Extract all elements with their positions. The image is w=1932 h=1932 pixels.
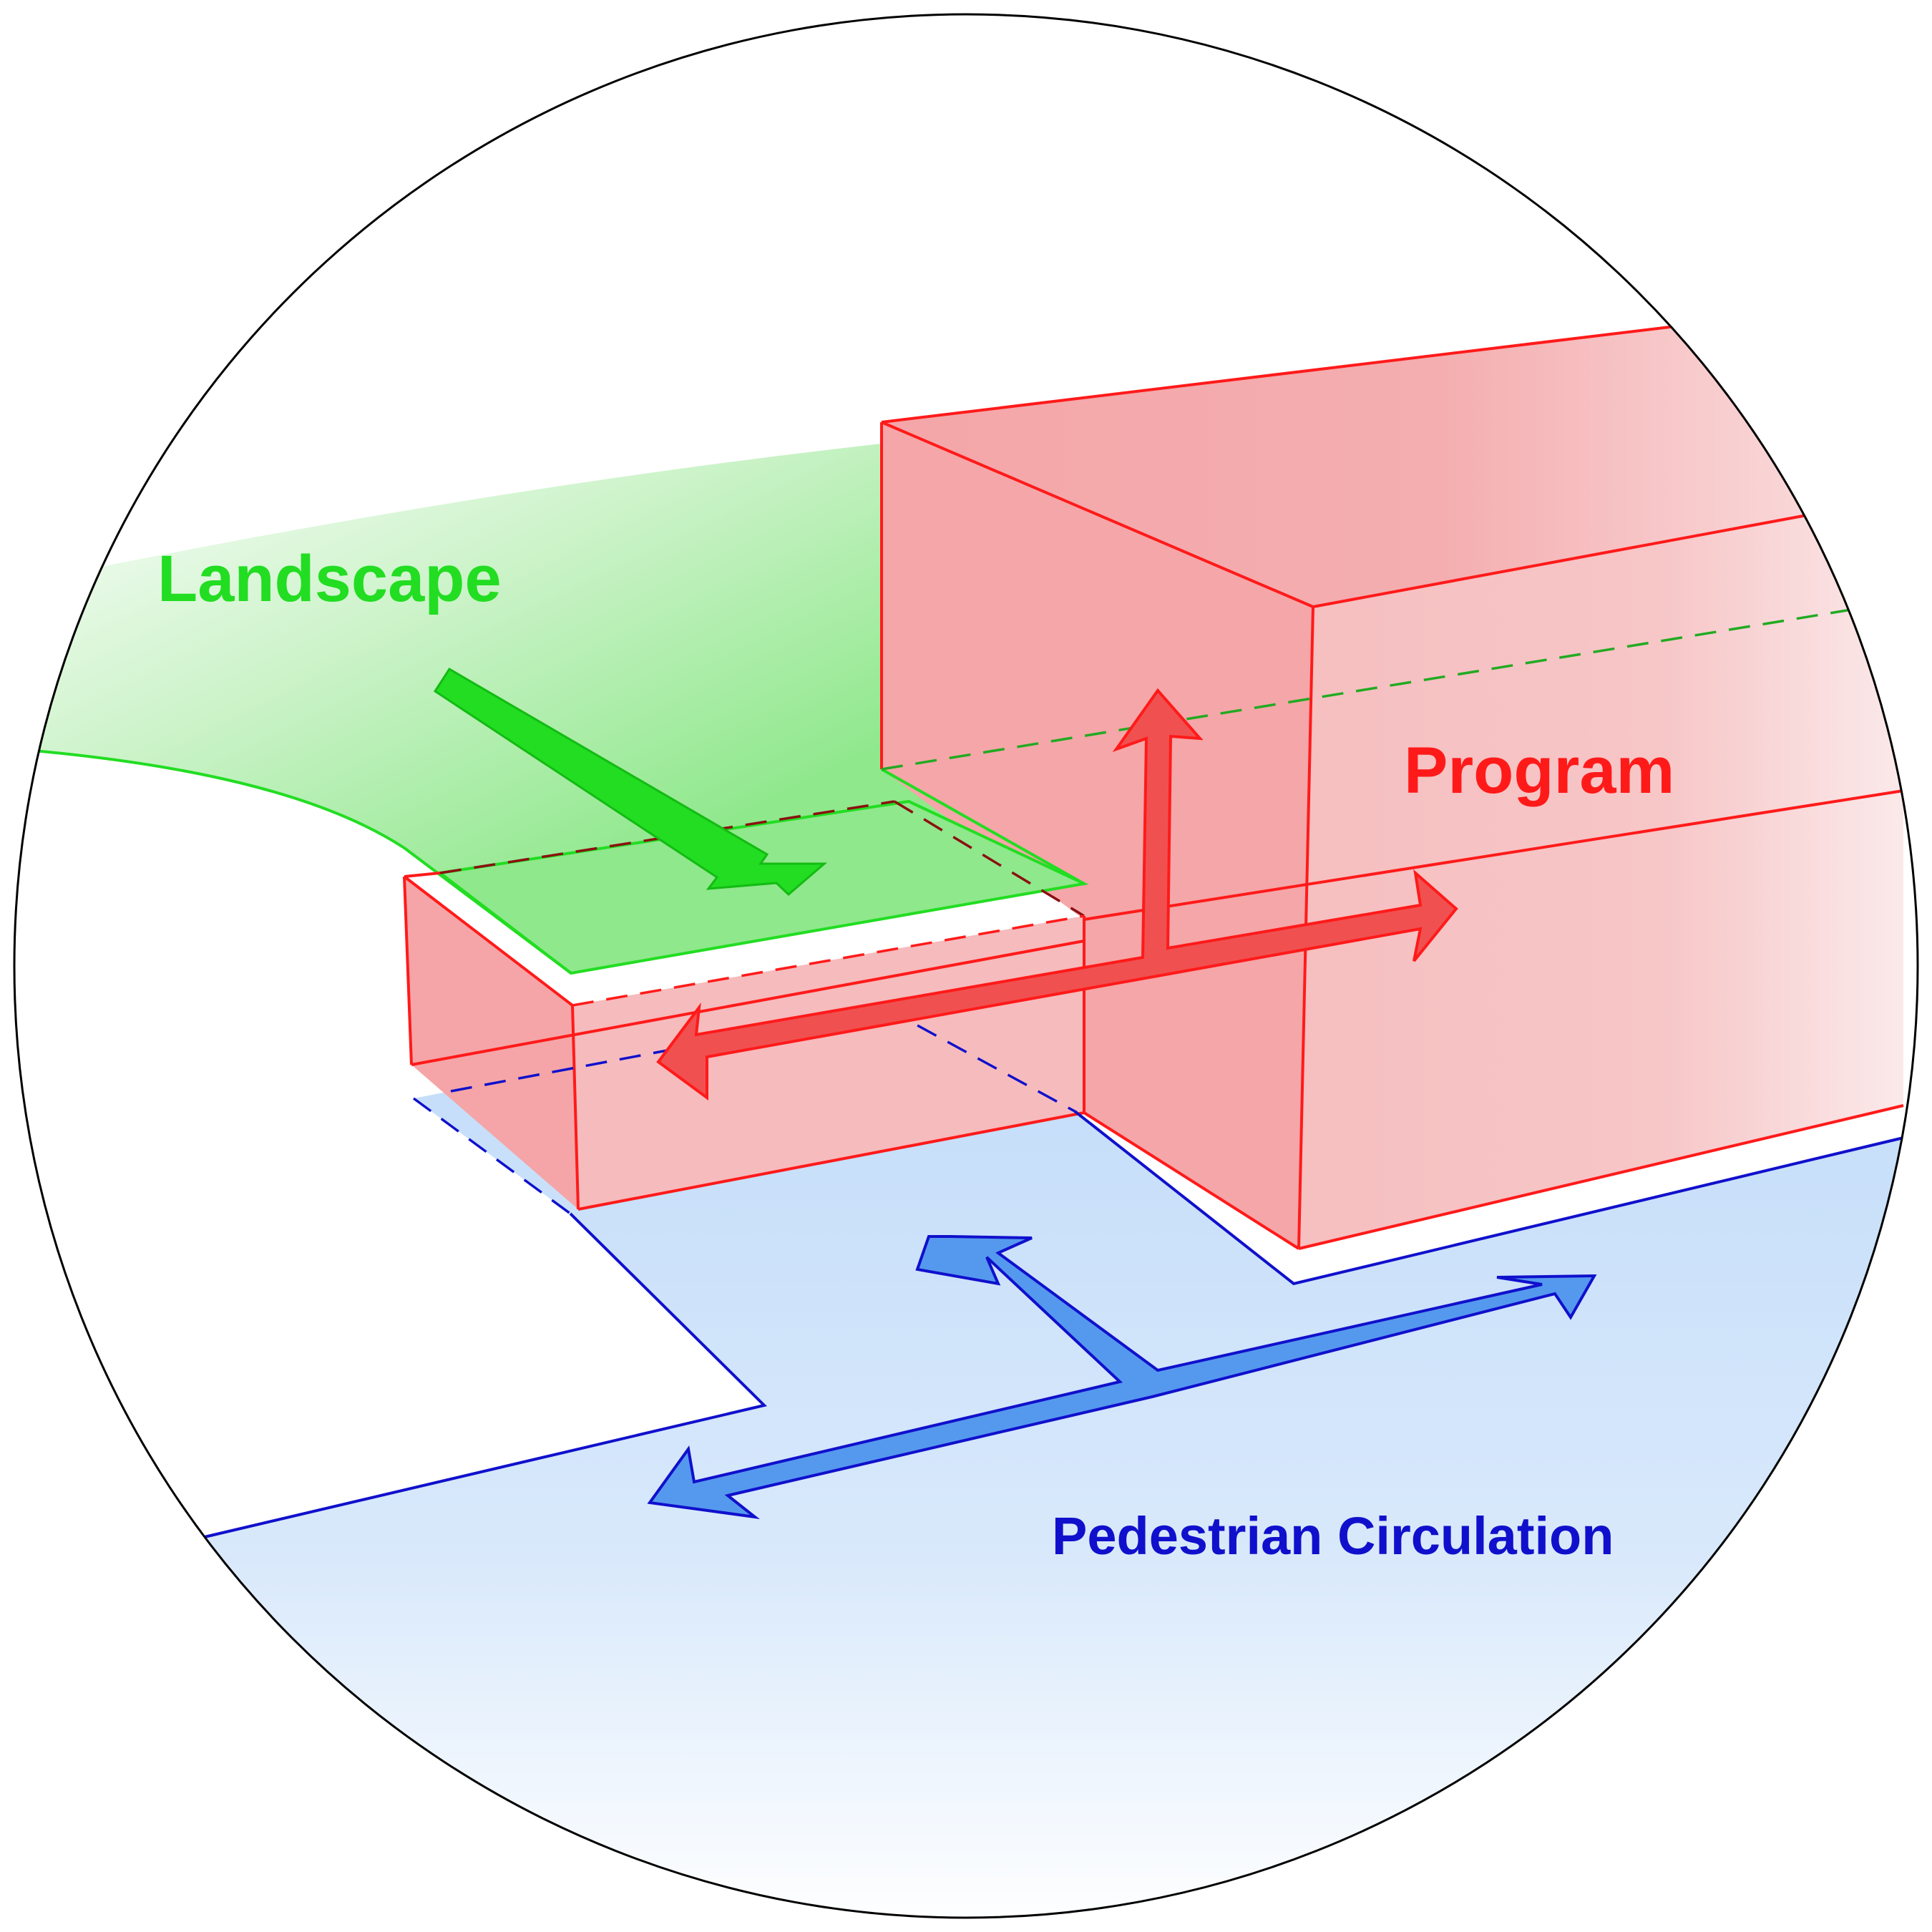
program-block-top [882, 326, 1903, 607]
pedestrian-ground-plane [14, 1008, 1903, 1918]
landscape-edge-line [14, 746, 572, 975]
small-block-side [404, 877, 578, 1209]
landscape-arrow [433, 667, 828, 897]
small-block-edges [403, 872, 1085, 1211]
program-block-side [882, 422, 1313, 1249]
pedestrian-circulation-label: Pedestrian Circulation [1052, 1506, 1614, 1566]
program-label: Program [1404, 734, 1674, 807]
landscape-label: Landscape [157, 542, 502, 615]
landscape-roof-edge [881, 768, 1085, 885]
diagram-frame-circle [13, 13, 1919, 1919]
pedestrian-arrows [647, 1235, 1597, 1519]
program-block-edges [880, 324, 1904, 1250]
program-block-front [1299, 497, 1903, 1249]
program-arrows [656, 688, 1458, 1101]
